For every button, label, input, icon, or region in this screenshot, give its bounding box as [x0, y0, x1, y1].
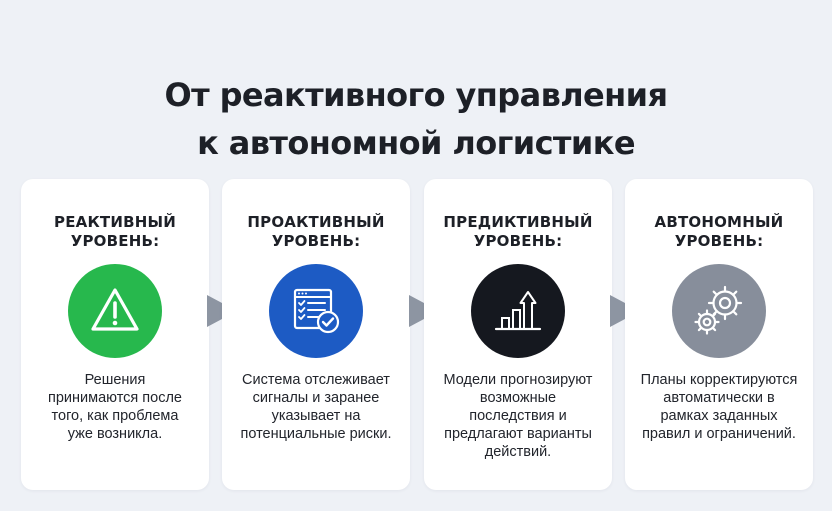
card-predictive: ПРЕДИКТИВНЫЙ УРОВЕНЬ: Модели прогнозирую… [424, 179, 612, 490]
card-proactive: ПРОАКТИВНЫЙ УРОВЕНЬ: Система отслеживает… [222, 179, 410, 490]
proactive-icon-circle [269, 264, 363, 358]
title-line-1: От реактивного управления [164, 76, 669, 115]
predictive-icon-circle [471, 264, 565, 358]
page-title: От реактивного управления к автономной л… [0, 71, 832, 167]
card-heading: АВТОНОМНЫЙ УРОВЕНЬ: [654, 213, 784, 250]
reactive-icon-circle [68, 264, 162, 358]
gears-icon [694, 285, 743, 335]
card-heading: РЕАКТИВНЫЙ УРОВЕНЬ: [54, 213, 176, 250]
warning-icon [91, 288, 139, 331]
card-heading: ПРОАКТИВНЫЙ УРОВЕНЬ: [247, 213, 385, 250]
card-autonomous: АВТОНОМНЫЙ УРОВЕНЬ: [625, 179, 813, 490]
card-description: Система отслеживает сигналы и заранее ук… [240, 372, 392, 442]
card-description: Планы корректируются автоматически в рам… [640, 372, 798, 442]
card-description: Решения принимаются после того, как проб… [47, 372, 182, 442]
card-reactive: РЕАКТИВНЫЙ УРОВЕНЬ: Решения принимаются … [21, 179, 209, 490]
autonomous-icon-circle [672, 264, 766, 358]
card-description: Модели прогнозируют возможные последстви… [443, 372, 593, 460]
title-line-2: к автономной логистике [197, 124, 635, 163]
card-heading: ПРЕДИКТИВНЫЙ УРОВЕНЬ: [443, 213, 593, 250]
growth-chart-icon [494, 291, 542, 331]
checklist-icon [293, 288, 340, 334]
